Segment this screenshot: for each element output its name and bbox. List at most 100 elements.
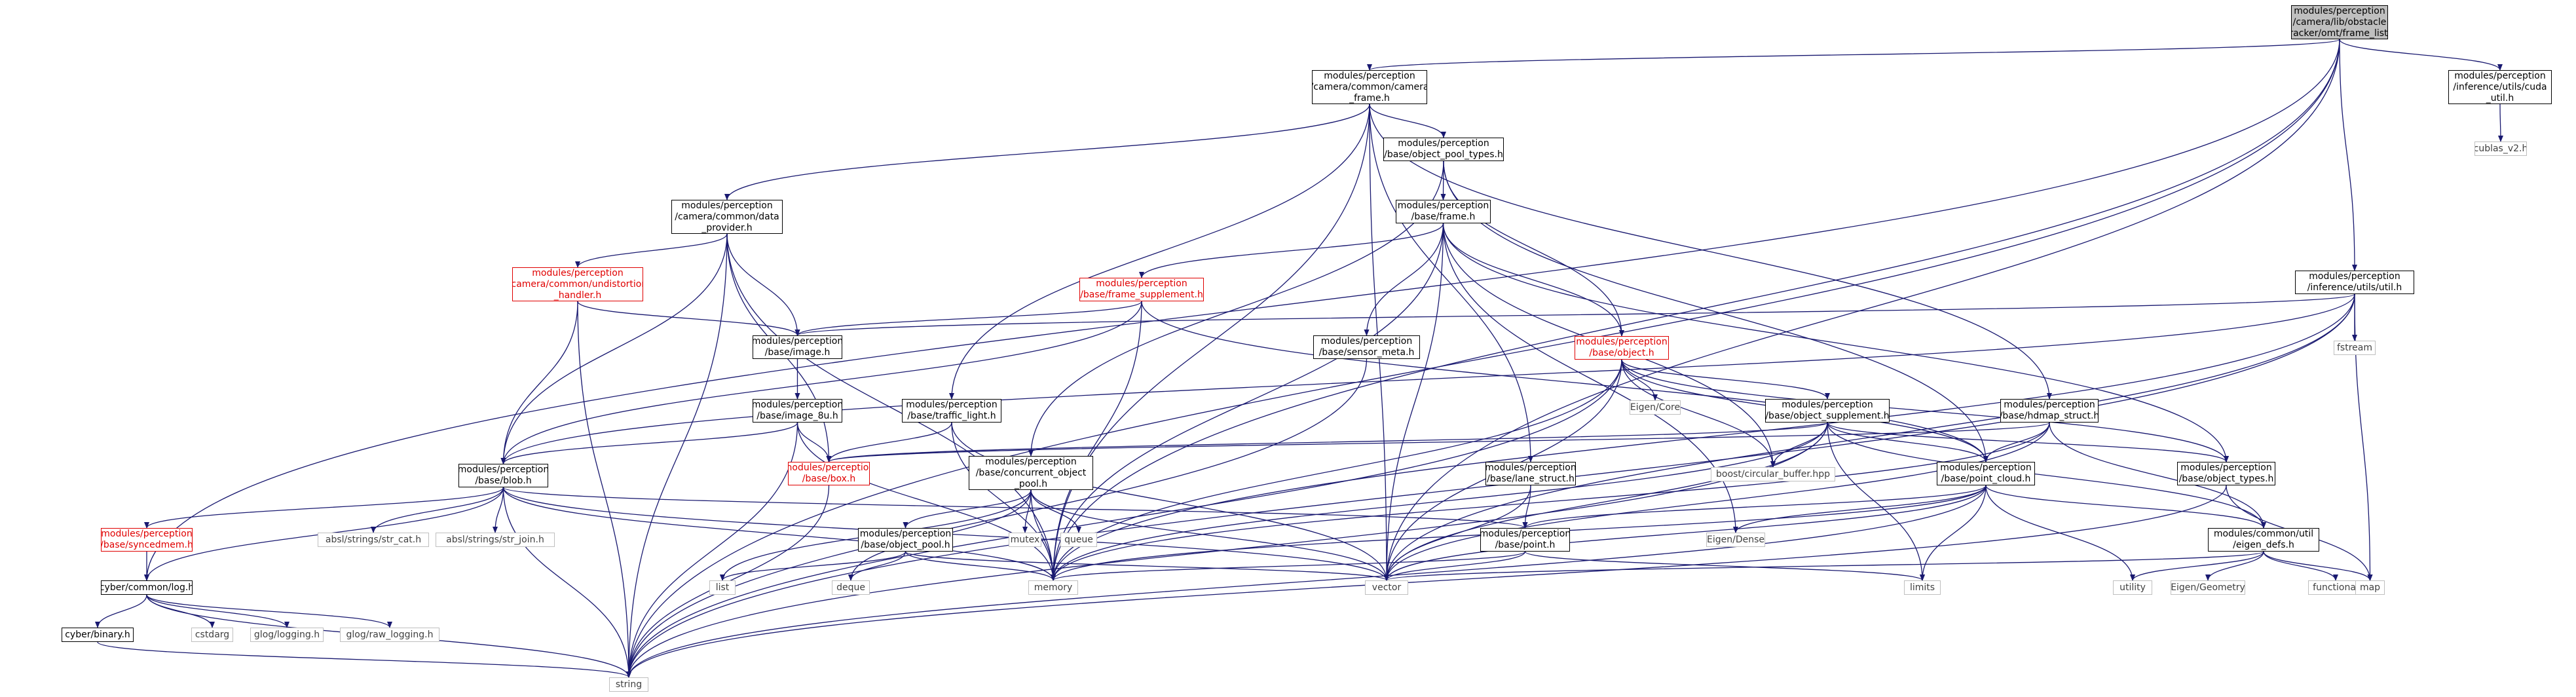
edge-point-to-memory (1051, 551, 1526, 581)
node-image-8u[interactable]: modules/perception /base/image_8u.h (753, 399, 842, 423)
node-lane-struct[interactable]: modules/perception /base/lane_struct.h (1485, 462, 1576, 485)
node-inference-util[interactable]: modules/perception /inference/utils/util… (2295, 271, 2414, 294)
node-syncedmem[interactable]: modules/perception /base/syncedmem.h (101, 528, 193, 552)
node-binary[interactable]: cyber/binary.h (62, 628, 134, 642)
node-sensor-meta[interactable]: modules/perception /base/sensor_meta.h (1313, 335, 1420, 359)
node-label: glog/logging.h (253, 629, 320, 640)
edge-eigen_defs-to-eigen_geometry (2205, 551, 2264, 581)
edge-point_cloud-to-vector (1384, 485, 1987, 581)
edge-inference_util-to-blob (500, 293, 2355, 464)
node-point-cloud[interactable]: modules/perception /base/point_cloud.h (1937, 462, 2035, 485)
edge-eigen_defs-to-vector (1384, 551, 2264, 581)
edge-frame-to-object_types (1442, 223, 2229, 462)
edge-point-to-limits (1524, 551, 1925, 581)
node-label: modules/common/util /eigen_defs.h (2213, 529, 2314, 550)
node-str-join: absl/strings/str_join.h (436, 533, 555, 547)
edge-undistortion-to-image (577, 301, 800, 336)
edge-blob-to-syncedmem (144, 487, 504, 529)
edge-camera_frame-to-lane_struct (1369, 104, 1533, 462)
node-glog-raw: glog/raw_logging.h (340, 628, 439, 642)
edge-hdmap_struct-to-box (827, 422, 2050, 462)
node-undistortion[interactable]: modules/perception /camera/common/undist… (512, 267, 643, 301)
node-frame[interactable]: modules/perception /base/frame.h (1396, 200, 1491, 223)
edge-data_provider-to-blob (500, 233, 728, 464)
node-object[interactable]: modules/perception /base/object.h (1575, 336, 1669, 360)
edge-data_provider-to-undistortion (575, 233, 728, 268)
edge-camera_frame-to-data_provider (724, 104, 1370, 200)
edge-object-to-eigen_core (1621, 359, 1658, 401)
node-object-pool[interactable]: modules/perception /base/object_pool.h (858, 528, 953, 552)
node-camera-frame[interactable]: modules/perception /camera/common/camera… (1312, 70, 1427, 104)
node-hdmap-struct[interactable]: modules/perception /base/hdmap_struct.h (2000, 399, 2099, 423)
edge-blob-to-memory (502, 487, 1056, 581)
edge-root-to-string (626, 39, 2340, 678)
node-cuda-util[interactable]: modules/perception /inference/utils/cuda… (2448, 70, 2552, 104)
node-utility: utility (2113, 580, 2152, 595)
node-label: limits (1909, 582, 1935, 593)
edge-root-to-vector (1384, 39, 2340, 581)
edge-root-to-camera_frame (1367, 39, 2340, 71)
node-label: modules/perception /base/object.h (1576, 337, 1668, 358)
node-label: modules/perception /base/object_pool_typ… (1384, 138, 1503, 160)
node-label: modules/perception /base/traffic_light.h (906, 400, 998, 421)
edge-frame_supplement-to-image (794, 301, 1142, 336)
node-label: cublas_v2.h (2474, 143, 2527, 154)
node-label: modules/perception /base/sensor_meta.h (1318, 336, 1415, 358)
node-limits: limits (1904, 580, 1941, 595)
node-eigen-dense: Eigen/Dense (1706, 533, 1765, 547)
node-label: boost/circular_buffer.hpp (1716, 468, 1830, 480)
node-point[interactable]: modules/perception /base/point.h (1480, 528, 1570, 552)
edge-eigen_defs-to-functional (2263, 551, 2338, 581)
node-object-types[interactable]: modules/perception /base/object_types.h (2177, 462, 2275, 485)
node-label: modules/perception /base/box.h (788, 462, 869, 484)
node-label: string (615, 679, 643, 690)
node-label: modules/perception /base/blob.h (458, 464, 548, 486)
node-root[interactable]: modules/perception /camera/lib/obstacle … (2291, 5, 2388, 39)
edge-concurrent_pool-to-memory (1030, 489, 1056, 581)
edge-object-to-string (626, 359, 1622, 678)
node-blob[interactable]: modules/perception /base/blob.h (458, 464, 548, 487)
node-cstdarg: cstdarg (191, 628, 233, 642)
node-box[interactable]: modules/perception /base/box.h (788, 462, 870, 485)
node-label: modules/perception /base/frame.h (1397, 200, 1489, 222)
edge-object-to-object_supplement (1621, 359, 1830, 400)
node-image[interactable]: modules/perception /base/image.h (753, 335, 842, 359)
node-concurrent-pool[interactable]: modules/perception /base/concurrent_obje… (969, 456, 1093, 490)
node-object-pool-types[interactable]: modules/perception /base/object_pool_typ… (1383, 138, 1504, 161)
edge-concurrent_pool-to-object_pool (903, 489, 1032, 529)
node-label: modules/perception /base/point.h (1480, 529, 1570, 550)
node-log[interactable]: cyber/common/log.h (101, 580, 193, 595)
edge-root-to-log (144, 39, 2340, 581)
node-cublas: cublas_v2.h (2474, 141, 2527, 156)
edge-frame-to-object (1442, 223, 1624, 337)
edge-point_cloud-to-point (1522, 485, 1987, 529)
edge-log-to-glog_logging (146, 594, 289, 628)
node-label: Eigen/Dense (1707, 534, 1764, 545)
node-label: modules/perception /camera/common/data _… (675, 200, 779, 233)
node-eigen-defs[interactable]: modules/common/util /eigen_defs.h (2208, 528, 2319, 552)
node-label: glog/raw_logging.h (346, 629, 434, 640)
node-memory: memory (1028, 580, 1078, 595)
edge-image_8u-to-blob (500, 422, 798, 464)
edge-camera_frame-to-object_pool_types (1369, 104, 1446, 138)
node-label: modules/perception /base/lane_struct.h (1485, 462, 1576, 484)
node-functional: functional (2308, 580, 2363, 595)
edge-point-to-vector (1384, 551, 1526, 581)
node-label: deque (836, 582, 865, 593)
node-data-provider[interactable]: modules/perception /camera/common/data _… (671, 200, 783, 234)
edge-frame-to-memory (1051, 223, 1444, 581)
edge-hdmap_struct-to-memory (1051, 422, 2050, 581)
node-label: cstdarg (195, 629, 230, 640)
node-frame-supplement[interactable]: modules/perception /base/frame_supplemen… (1079, 278, 1204, 301)
node-label: mutex (1010, 534, 1040, 545)
node-traffic-light[interactable]: modules/perception /base/traffic_light.h (902, 399, 1001, 423)
edge-hdmap_struct-to-eigen_defs (2049, 422, 2266, 529)
edge-log-to-binary (95, 594, 147, 628)
node-object-supplement[interactable]: modules/perception /base/object_suppleme… (1765, 399, 1890, 423)
edge-frame-to-sensor_meta (1364, 223, 1444, 336)
node-list: list (709, 580, 736, 595)
edge-object_supplement-to-limits (1827, 422, 1925, 581)
node-label: modules/perception /camera/common/undist… (512, 267, 643, 301)
edge-frame_supplement-to-point_cloud (1141, 301, 1988, 462)
edge-object_supplement-to-eigen_defs (1827, 422, 2266, 529)
